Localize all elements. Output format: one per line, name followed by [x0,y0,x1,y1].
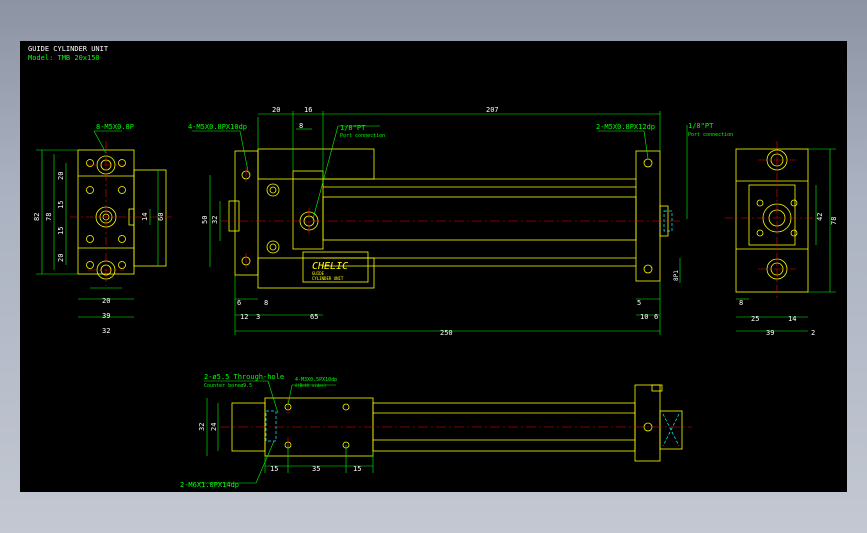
right-dim-8: 8 [739,299,743,307]
bottom-callout-2: Counter boreø9.5 [204,383,252,389]
bottom-callout-sub: õ(Both sides) [295,383,326,388]
front-view-dimlines [192,111,688,335]
front-dim-16: 16 [304,106,312,114]
front-dim-12: 12 [240,313,248,321]
front-dim-65: 65 [310,313,318,321]
front-callout-4: 2-M5X0.8PX12dp [596,123,655,131]
left-end-view [77,149,167,280]
front-dim-5: 5 [637,299,641,307]
front-dim-8p1: 8P1 [673,270,680,281]
bottom-dim-15b: 15 [353,465,361,473]
front-callout-6: Port connection [688,132,733,138]
left-view-centerlines [70,141,172,286]
right-dim-2: 2 [811,329,815,337]
front-dim-8b: 8 [264,299,268,307]
bottom-callout-3: 4-M3X0.5PX10dp [295,377,337,383]
front-callout-1: 4-M5X0.8PX10dp [188,123,247,131]
right-dim-14: 14 [788,315,796,323]
front-dim-207: 207 [486,106,499,114]
bottom-dim-24: 24 [210,423,218,431]
right-dim-78: 78 [830,217,838,225]
right-dim-39: 39 [766,329,774,337]
nameplate-line-2: CYLINDER UNIT [312,276,344,281]
chelic-nameplate: CHELIC GUIDE CYLINDER UNIT [312,261,348,281]
left-view-callout: 8-M5X0.8P [96,123,134,131]
front-dim-8: 8 [299,122,303,130]
front-callout-3: Port connection [340,133,385,139]
front-dim-50: 50 [201,216,209,224]
left-dim-60: 60 [157,213,165,221]
left-dim-15b: 15 [57,227,65,235]
right-dim-42: 42 [816,213,824,221]
front-dim-20: 20 [272,106,280,114]
nameplate-brand: CHELIC [312,261,348,272]
front-callout-2: 1/8"PT [340,124,366,132]
left-dim-20c: 20 [102,297,110,305]
front-dim-6: 6 [237,299,241,307]
front-callout-5: 1/8"PT [688,122,714,130]
left-dim-20a: 20 [57,172,65,180]
front-dim-3: 3 [256,313,260,321]
left-dim-78: 78 [45,213,53,221]
right-end-view [735,148,809,293]
front-view [228,148,669,289]
left-dim-32: 32 [102,327,110,335]
front-dim-10: 10 [640,313,648,321]
left-dim-82: 82 [33,213,41,221]
bottom-dim-32: 32 [198,423,206,431]
front-dim-32: 32 [211,216,219,224]
left-dim-39: 39 [102,312,110,320]
bottom-dim-15a: 15 [270,465,278,473]
front-dim-250: 250 [440,329,453,337]
right-view-centerlines [725,141,820,301]
bottom-callout-1: 2-ø5.5 Through-hole [204,373,284,381]
left-view-dimlines [36,130,159,318]
drawing-title: GUIDE CYLINDER UNIT [28,45,109,53]
right-dim-25: 25 [751,315,759,323]
bottom-view-dimlines [198,380,374,484]
front-dim-6b: 6 [654,313,658,321]
guide-cylinder-drawing: GUIDE CYLINDER UNIT Model: TMB 20x150 [28,45,838,489]
left-dim-20b: 20 [57,254,65,262]
cad-viewport[interactable]: GUIDE CYLINDER UNIT Model: TMB 20x150 [20,41,847,492]
left-dim-15a: 15 [57,201,65,209]
bottom-dim-35: 35 [312,465,320,473]
front-view-centerlines [220,167,682,269]
bottom-view [231,384,683,462]
drawing-model: Model: TMB 20x150 [28,54,100,62]
left-dim-14: 14 [141,213,149,221]
nameplate-line-1: GUIDE [312,271,325,276]
bottom-view-hidden [265,410,680,447]
right-view-dimlines [736,148,836,332]
bottom-callout-4: 2-M6X1.0PX14dp [180,481,239,489]
